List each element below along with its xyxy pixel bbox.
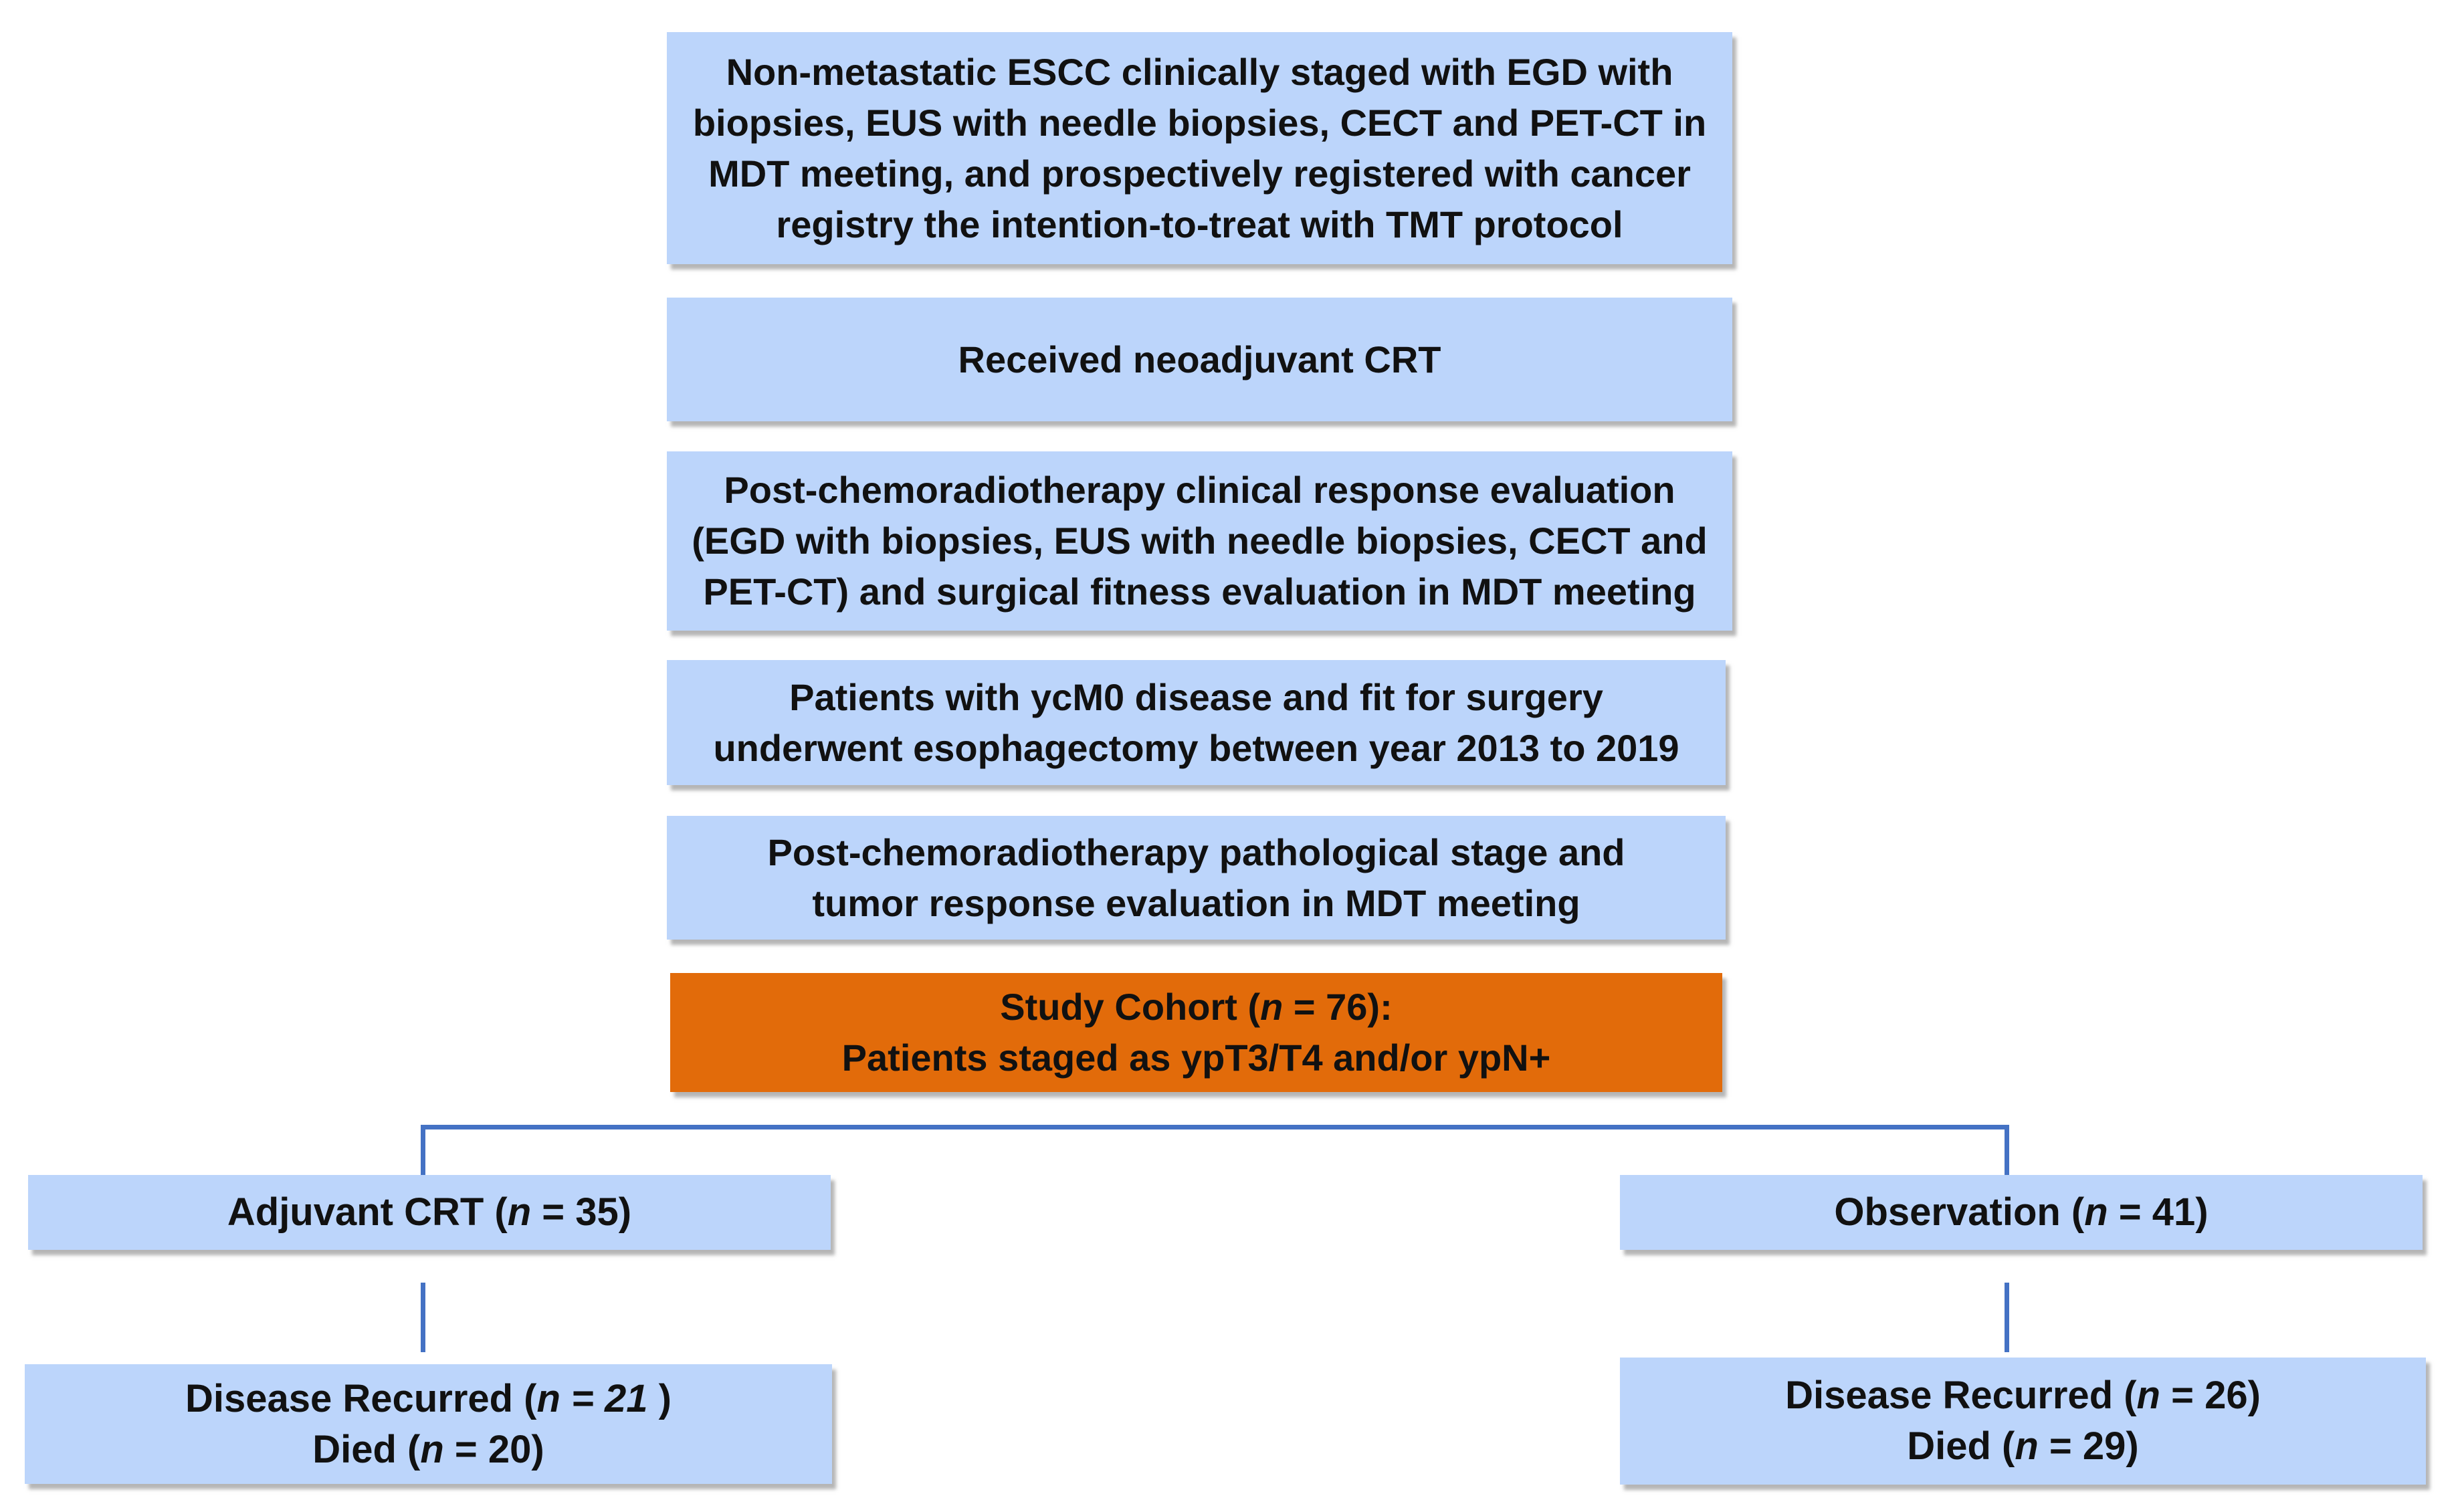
- observation-recurred-line: Disease Recurred (n = 26): [1785, 1370, 2261, 1421]
- surgery-line-1: Patients with ycM0 disease and fit for s…: [789, 675, 1603, 718]
- observation-died-suffix: = 29): [2038, 1424, 2139, 1468]
- observation-recurred-suffix: = 26): [2160, 1374, 2261, 1417]
- adjuvant-recurred-suffix: ): [647, 1376, 672, 1420]
- observation-box: Observation (n = 41): [1620, 1175, 2423, 1250]
- study-cohort-prefix: Study Cohort (: [1000, 986, 1261, 1028]
- study-cohort-line-1: Study Cohort (n = 76):: [1000, 982, 1392, 1033]
- observation-n: n: [2084, 1190, 2108, 1234]
- eligibility-line-4: registry the intention-to-treat with TMT…: [776, 203, 1623, 245]
- branch-connector-right: [2005, 1125, 2009, 1176]
- adjuvant-crt-box: Adjuvant CRT (n = 35): [28, 1175, 831, 1250]
- study-cohort-count: = 76):: [1283, 986, 1393, 1028]
- adjuvant-died-n: n: [420, 1427, 444, 1471]
- observation-died-n: n: [2015, 1424, 2039, 1468]
- observation-died-line: Died (n = 29): [1907, 1421, 2139, 1472]
- pathological-line-2: tumor response evaluation in MDT meeting: [812, 881, 1580, 924]
- clinical-response-line-3: PET-CT) and surgical fitness evaluation …: [703, 570, 1696, 613]
- eligibility-line-3: MDT meeting, and prospectively registere…: [708, 152, 1691, 195]
- adjuvant-count: = 35): [531, 1190, 632, 1234]
- surgery-box: Patients with ycM0 disease and fit for s…: [667, 660, 1726, 785]
- study-cohort-box: Study Cohort (n = 76): Patients staged a…: [670, 973, 1722, 1092]
- observation-outcome-connector: [2005, 1283, 2009, 1352]
- clinical-response-line-2: (EGD with biopsies, EUS with needle biop…: [692, 520, 1708, 562]
- observation-died-prefix: Died (: [1907, 1424, 2015, 1468]
- observation-prefix: Observation (: [1834, 1190, 2085, 1234]
- study-cohort-n: n: [1260, 986, 1284, 1028]
- adjuvant-recurred-n: n = 21: [536, 1376, 648, 1420]
- study-cohort-line-2: Patients staged as ypT3/T4 and/or ypN+: [841, 1037, 1551, 1079]
- surgery-line-2: underwent esophagectomy between year 201…: [713, 726, 1679, 769]
- adjuvant-outcome-box: Disease Recurred (n = 21 ) Died (n = 20): [25, 1364, 832, 1484]
- branch-connector-left: [421, 1125, 425, 1176]
- pathological-box: Post-chemoradiotherapy pathological stag…: [667, 816, 1726, 940]
- adjuvant-recurred-prefix: Disease Recurred (: [185, 1376, 537, 1420]
- observation-recurred-prefix: Disease Recurred (: [1785, 1374, 2137, 1417]
- clinical-response-box: Post-chemoradiotherapy clinical response…: [667, 451, 1732, 631]
- neoadjuvant-text: Received neoadjuvant CRT: [958, 338, 1441, 381]
- adjuvant-died-line: Died (n = 20): [312, 1424, 544, 1475]
- neoadjuvant-box: Received neoadjuvant CRT: [667, 298, 1732, 421]
- eligibility-box: Non-metastatic ESCC clinically staged wi…: [667, 32, 1732, 264]
- observation-recurred-n: n: [2136, 1374, 2160, 1417]
- adjuvant-recurred-line: Disease Recurred (n = 21 ): [185, 1374, 672, 1424]
- adjuvant-n: n: [507, 1190, 532, 1234]
- branch-connector-horizontal: [423, 1125, 2009, 1129]
- adjuvant-outcome-connector: [421, 1283, 425, 1352]
- adjuvant-died-suffix: = 20): [443, 1427, 544, 1471]
- observation-outcome-box: Disease Recurred (n = 26) Died (n = 29): [1620, 1358, 2426, 1485]
- eligibility-line-2: biopsies, EUS with needle biopsies, CECT…: [692, 101, 1707, 144]
- adjuvant-died-prefix: Died (: [312, 1427, 421, 1471]
- pathological-line-1: Post-chemoradiotherapy pathological stag…: [767, 831, 1625, 873]
- adjuvant-prefix: Adjuvant CRT (: [227, 1190, 508, 1234]
- adjuvant-crt-label: Adjuvant CRT (n = 35): [227, 1187, 631, 1238]
- eligibility-line-1: Non-metastatic ESCC clinically staged wi…: [726, 50, 1673, 93]
- observation-count: = 41): [2108, 1190, 2209, 1234]
- observation-label: Observation (n = 41): [1834, 1187, 2208, 1238]
- clinical-response-line-1: Post-chemoradiotherapy clinical response…: [724, 469, 1675, 511]
